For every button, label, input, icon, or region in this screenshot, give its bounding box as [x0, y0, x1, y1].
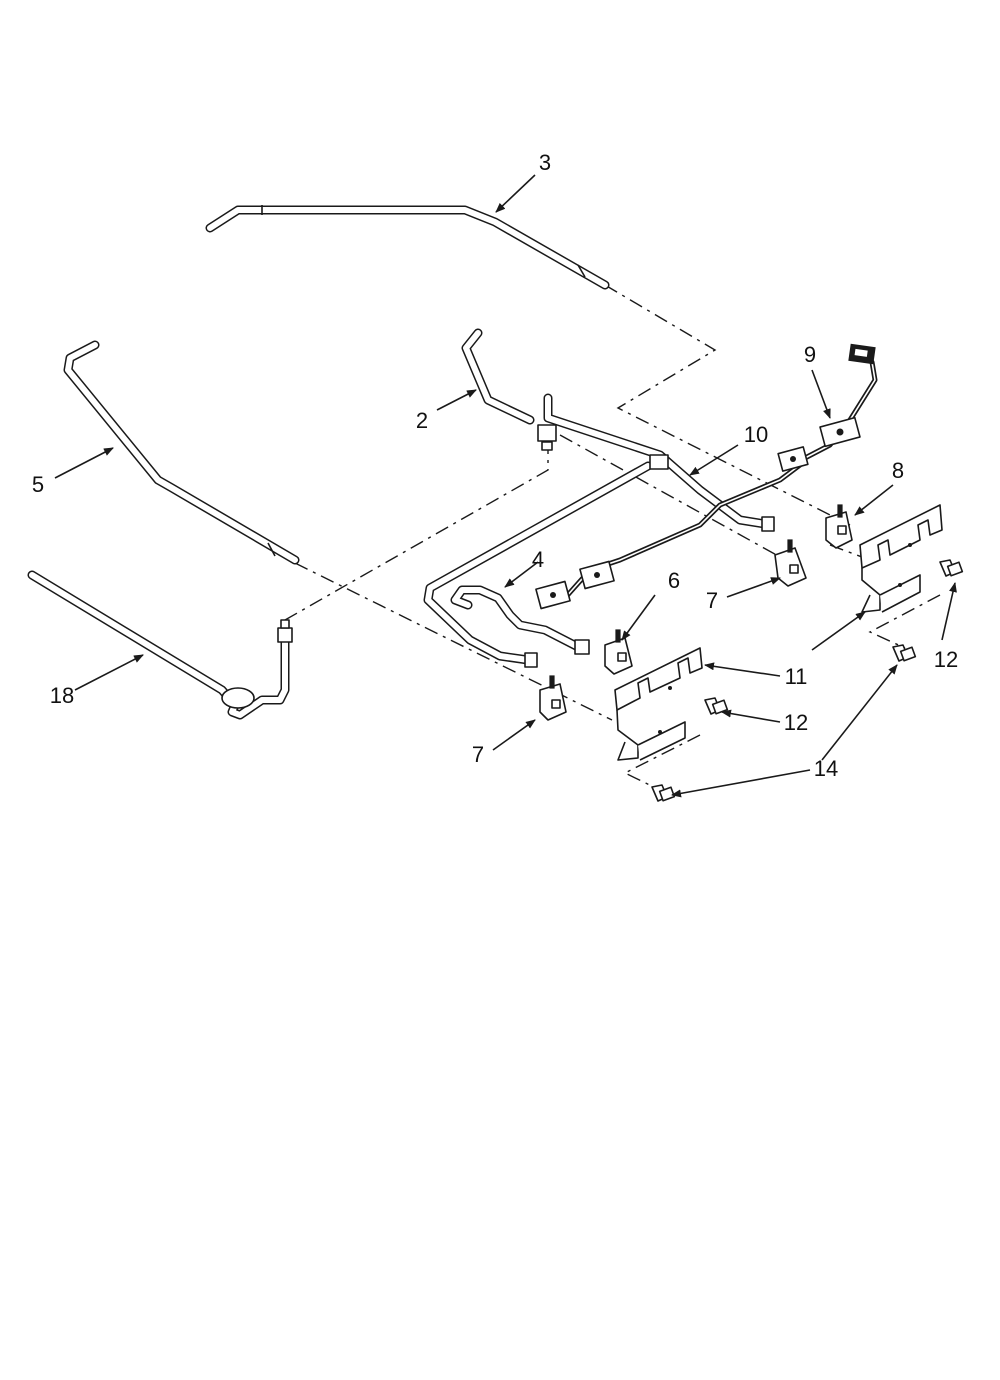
- wire-harness-part-10: [535, 343, 878, 610]
- spark-switch-icon: [579, 560, 615, 590]
- tube-part-18: [27, 570, 293, 720]
- callout-5: 5: [32, 472, 44, 497]
- spark-switch-icon: [535, 580, 571, 610]
- callout-6: 6: [668, 568, 680, 593]
- tube-loop-icon: [221, 687, 255, 709]
- valve-part-7-lower: [539, 675, 567, 721]
- bracket-part-11-lower: [614, 647, 703, 761]
- valve-part-7-upper: [774, 539, 807, 587]
- callout-2: 2: [416, 408, 428, 433]
- fitting-icon: [277, 627, 293, 643]
- fitting-icon: [537, 424, 557, 442]
- screw-part-14-lower: [651, 784, 676, 802]
- callout-18: 18: [50, 683, 74, 708]
- callout-labels: 3 2 5 9 10 8 4 6 7 7 11 12 12 14 18: [32, 150, 958, 781]
- tube-part-2: [461, 328, 557, 451]
- orifice-icon: [761, 516, 775, 532]
- callout-8: 8: [892, 458, 904, 483]
- callout-3: 3: [539, 150, 551, 175]
- callout-7-lower: 7: [472, 742, 484, 767]
- manifold-block-icon: [649, 454, 669, 470]
- valve-part-8: [825, 504, 853, 549]
- fitting-tip-icon: [280, 619, 290, 629]
- bracket-part-11-upper: [859, 504, 943, 613]
- orifice-icon: [524, 652, 538, 668]
- callout-11: 11: [785, 664, 808, 689]
- callout-4: 4: [532, 547, 544, 572]
- fitting-icon: [574, 639, 590, 655]
- tube-part-5: [63, 340, 300, 565]
- spark-switch-icon: [777, 446, 809, 472]
- leader-arrows: [54, 174, 957, 798]
- valve-part-6: [604, 629, 633, 675]
- tube-part-4: [450, 585, 590, 655]
- manifold-tube: [423, 393, 775, 668]
- callout-7-upper: 7: [706, 588, 718, 613]
- callout-14: 14: [814, 756, 838, 781]
- fitting-nut-icon: [541, 441, 553, 451]
- callout-12-right: 12: [934, 647, 958, 672]
- tube-part-3: [205, 205, 610, 290]
- screw-part-14-right: [892, 644, 917, 662]
- switch-part-9: [819, 416, 861, 448]
- callout-10: 10: [744, 422, 768, 447]
- callout-9: 9: [804, 342, 816, 367]
- callout-12-middle: 12: [784, 710, 808, 735]
- screw-part-12-right: [939, 559, 964, 577]
